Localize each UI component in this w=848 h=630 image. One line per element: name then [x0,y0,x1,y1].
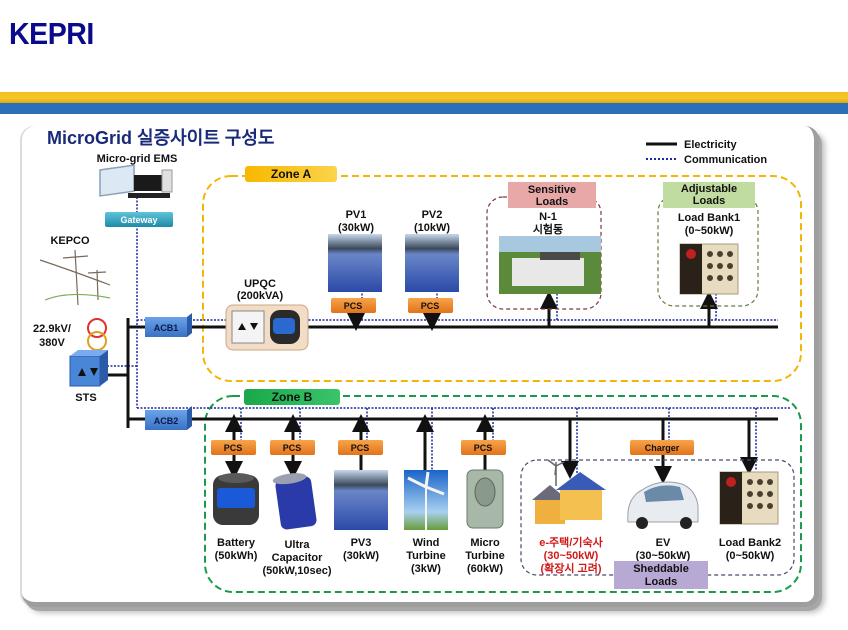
loadbank2-rating: (0~50kW) [726,550,775,562]
sts-label: STS [75,392,96,404]
pv1-pcs-label: PCS [344,301,363,311]
transformer-voltage-line1: 22.9kV/ [33,323,71,335]
ucap-line1: Ultra [284,539,310,551]
pv2-pcs-box [408,298,453,313]
sensitive-loads-tag [508,182,596,208]
pv3-pcs-box [338,440,383,455]
battery-pcs-label: PCS [224,443,243,453]
sensitive-loads-line1: Sensitive [528,184,576,196]
legend: Electricity Communication [646,139,767,166]
acb1-label: ACB1 [154,323,179,333]
zone-b-label: Zone B [272,390,313,404]
diagram-title: MicroGrid 실증사이트 구성도 [47,128,275,148]
wind-line2: Turbine [406,550,446,562]
pv2-rating: (10kW) [414,222,450,234]
zone-a-label: Zone A [271,167,312,181]
zone-a-boundary [202,175,802,382]
ehouse-line2: (30~50kW) [544,550,599,562]
n1-line2: 시험동 [533,222,563,236]
header-stripe-yellow [0,92,848,103]
pv3-solar-panel-image [334,470,388,530]
sheddable-line2: Loads [645,576,677,588]
ultra-capacitor-image [272,473,317,530]
sheddable-line1: Sheddable [633,563,689,575]
pv2-name: PV2 [422,209,443,221]
transformer-voltage-line2: 380V [39,337,65,349]
sensitive-loads-boundary [486,196,602,310]
loadbank1-rating: (0~50kW) [685,225,734,237]
micro-turbine-pcs-label: PCS [474,443,493,453]
pv3-name: PV3 [351,537,372,549]
acb2-label: ACB2 [154,416,179,426]
legend-communication-label: Communication [684,154,767,166]
micro-turbine-image [466,469,504,529]
pv1-rating: (30kW) [338,222,374,234]
sheddable-loads-boundary [520,459,795,576]
ehouse-line1: e-주택/기숙사 [539,535,603,549]
pv3-pcs-label: PCS [351,443,370,453]
header-stripe-blue [0,103,848,114]
battery-name: Battery [217,537,256,549]
kepco-label: KEPCO [50,235,90,247]
adjustable-loads-line2: Loads [693,195,725,207]
pv1-pcs-box [331,298,376,313]
battery-image [213,473,259,525]
pv1-solar-panel-image [328,234,382,292]
ev-rating: (30~50kW) [636,550,691,562]
ems-computer-icon [99,164,173,198]
pv1-name: PV1 [346,209,367,221]
electricity-lines [100,318,778,428]
n1-line1: N-1 [539,211,557,223]
sensitive-loads-line2: Loads [536,196,568,208]
zone-b-boundary [204,395,802,593]
ev-charger-box [630,440,694,455]
battery-rating: (50kWh) [215,550,258,562]
wind-line3: (3kW) [411,563,441,575]
micro-line1: Micro [470,537,500,549]
ev-name: EV [656,537,671,549]
micro-line3: (60kW) [467,563,503,575]
upqc-name: UPQC [244,278,276,290]
ucap-pcs-box [270,440,315,455]
e-house-image [532,459,606,524]
ev-charger-label: Charger [645,443,680,453]
upqc-device-icon [225,304,309,351]
pv2-pcs-label: PCS [421,301,440,311]
adjustable-loads-tag [663,182,755,208]
ehouse-line3: (확장시 고려) [541,561,602,575]
ucap-pcs-label: PCS [283,443,302,453]
transformer-icon [87,318,107,351]
adjustable-loads-line1: Adjustable [681,183,737,195]
loadbank2-name: Load Bank2 [719,537,781,549]
sheddable-loads-tag [614,561,708,589]
acb2-box [145,406,192,430]
micro-turbine-pcs-box [461,440,506,455]
loadbank2-image [719,471,779,525]
ems-label: Micro-grid EMS [97,153,178,165]
gateway-box [105,212,173,227]
ev-car-image [627,481,699,529]
upqc-rating: (200kVA) [237,290,284,302]
zone-a-tag [245,166,337,182]
zone-b-tag [244,389,340,405]
gateway-label: Gateway [120,215,157,225]
pv3-rating: (30kW) [343,550,379,562]
zone-b-arrows [225,414,758,484]
ucap-line3: (50kW,10sec) [262,565,331,577]
legend-electricity-label: Electricity [684,139,737,151]
pv2-solar-panel-image [405,234,459,292]
micro-line2: Turbine [465,550,505,562]
wind-line1: Wind [413,537,440,549]
sts-box [69,350,108,387]
acb1-box [145,313,192,337]
loadbank1-name: Load Bank1 [678,212,740,224]
battery-pcs-box [211,440,256,455]
brand-logo-text: KEPRI [9,16,94,51]
wind-turbine-image [404,470,448,530]
ucap-line2: Capacitor [272,552,323,564]
n1-building-image [499,236,601,294]
power-pole-icon [39,249,111,306]
loadbank1-image [679,243,739,295]
